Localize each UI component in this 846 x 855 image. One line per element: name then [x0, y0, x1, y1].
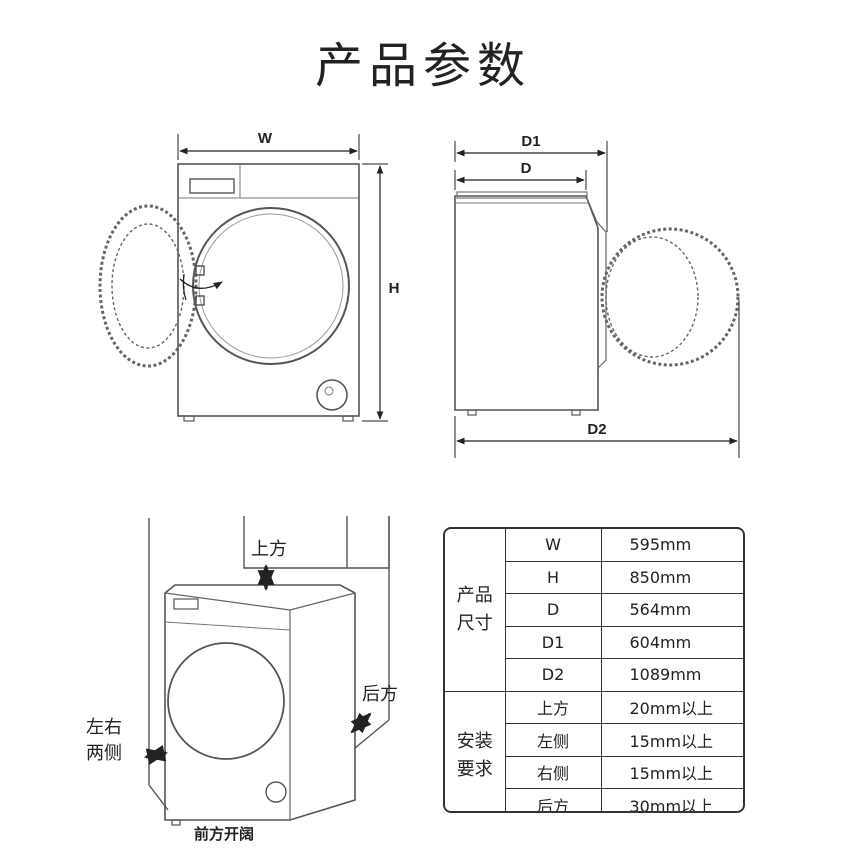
spec-key: 右侧 [505, 755, 602, 789]
sides-clearance-label-line1: 左右 [86, 717, 122, 738]
table-row: D2 1089mm [445, 658, 743, 692]
open-door-side-outline [600, 227, 740, 367]
washer-body-side [454, 195, 599, 411]
width-label: W [258, 130, 273, 147]
spec-value: 850mm [600, 560, 743, 594]
spec-value: 595mm [600, 529, 743, 562]
install-knob [265, 781, 287, 803]
d-label: D [521, 160, 532, 177]
open-door-outline [98, 204, 198, 368]
group-label-line: 安装 [456, 730, 493, 752]
back-clearance-arrow [350, 712, 372, 734]
spec-key: 后方 [505, 788, 602, 811]
group-label-installation: 安装 要求 [445, 690, 506, 811]
spec-key: H [505, 560, 602, 594]
washer-body-3d [164, 584, 356, 821]
back-clearance-label: 后方 [362, 684, 398, 705]
spec-key: D1 [505, 625, 602, 659]
side-view [454, 141, 740, 458]
spec-value: 15mm以上 [600, 723, 743, 757]
spec-key: 左侧 [505, 723, 602, 757]
group-label-line: 产品 [456, 584, 493, 606]
table-row: H 850mm [445, 560, 743, 594]
washer-body-front [177, 163, 360, 417]
spec-key: D2 [505, 658, 602, 692]
page-title: 产品参数 [314, 38, 531, 94]
table-row: D1 604mm [445, 625, 743, 659]
d1-label: D1 [521, 133, 540, 150]
front-view [98, 134, 388, 422]
spec-value: 30mm以上 [600, 788, 743, 811]
d2-label: D2 [587, 421, 606, 438]
table-row: D 564mm [445, 593, 743, 627]
top-clearance-label: 上方 [251, 539, 287, 560]
front-clearance-caption: 前方开阔 [194, 825, 254, 843]
side-clearance-arrow [143, 745, 169, 765]
spec-value: 15mm以上 [600, 755, 743, 789]
spec-value: 1089mm [600, 658, 743, 692]
table-row: 右侧 15mm以上 [445, 755, 743, 789]
control-panel-display [189, 178, 235, 194]
spec-value: 20mm以上 [600, 690, 743, 724]
drain-filter-knob [316, 379, 348, 411]
spec-key: 上方 [504, 690, 602, 724]
install-control-display [173, 598, 199, 610]
sides-clearance-label-line2: 两侧 [86, 743, 122, 764]
spec-value: 564mm [600, 593, 743, 627]
group-label-line: 要求 [456, 758, 493, 780]
group-label-product-size: 产品 尺寸 [445, 529, 506, 692]
table-row: 安装 要求 上方 20mm以上 [445, 690, 743, 811]
installation-view [143, 516, 390, 826]
spec-value: 604mm [600, 625, 743, 659]
table-row: 后方 30mm以上 [445, 788, 743, 811]
spec-key: W [504, 529, 602, 562]
spec-table: 产品 尺寸 W 595mm H 850mm D 564mm D1 604mm D… [443, 527, 745, 813]
group-label-line: 尺寸 [456, 612, 493, 634]
install-door [167, 642, 285, 760]
table-row: 产品 尺寸 W 595mm [445, 529, 743, 692]
door-porthole [192, 207, 350, 365]
height-label: H [389, 280, 400, 297]
spec-key: D [505, 593, 602, 627]
